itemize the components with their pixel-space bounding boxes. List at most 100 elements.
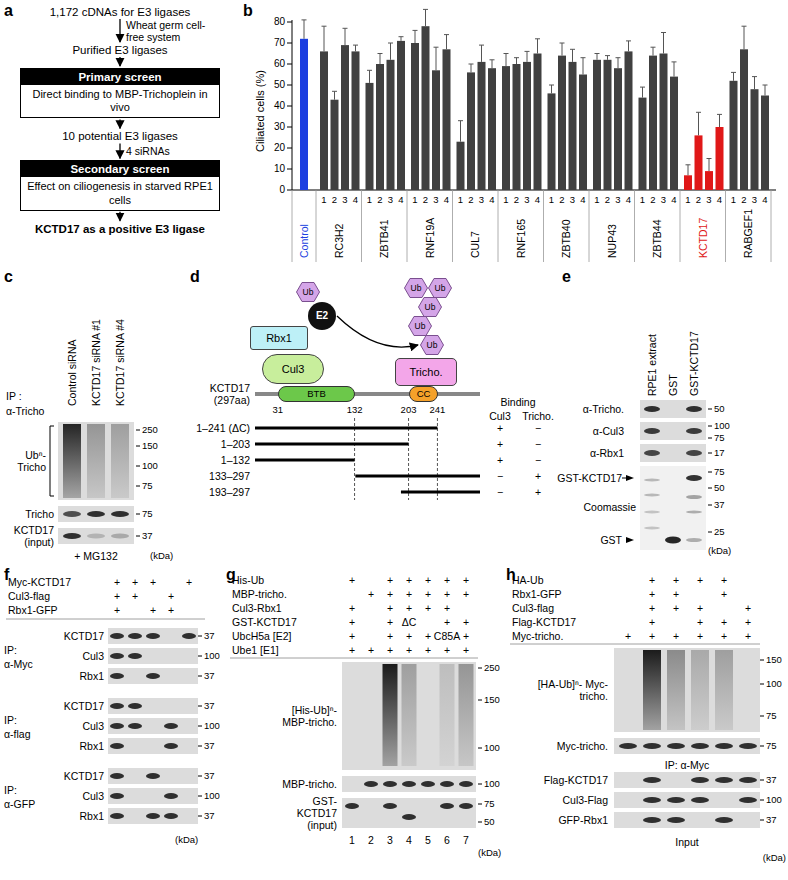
condition-mark: + bbox=[406, 574, 412, 586]
error-bar bbox=[607, 56, 608, 60]
protein-band bbox=[667, 797, 685, 803]
condition-mark: + bbox=[368, 588, 374, 600]
error-bar bbox=[744, 26, 745, 49]
ubiquitin-hex-text: Ub bbox=[425, 303, 436, 312]
antibody-label: α-Myc bbox=[4, 658, 33, 670]
error-bar bbox=[460, 121, 461, 142]
protein-band bbox=[63, 533, 81, 539]
error-cap bbox=[535, 38, 540, 39]
lane-number: 2 bbox=[377, 195, 382, 206]
marker-tick bbox=[760, 660, 764, 661]
condition-mark: + bbox=[114, 604, 120, 616]
blot-strip bbox=[614, 738, 760, 754]
screen-box: Secondary screenEffect on ciliogenesis i… bbox=[20, 160, 220, 210]
e2-enzyme-text: E2 bbox=[316, 311, 328, 321]
marker-tick bbox=[760, 800, 764, 801]
binding-mark: − bbox=[535, 422, 541, 434]
lane-number: 3 bbox=[387, 834, 393, 846]
mw-marker: 100 bbox=[204, 721, 220, 732]
blot-strip bbox=[614, 792, 760, 808]
condition-mark: + bbox=[444, 602, 450, 614]
edge-label: Wheat germ cell-free system bbox=[126, 18, 216, 42]
condition-mark: + bbox=[349, 630, 355, 642]
mw-marker: 37 bbox=[204, 741, 215, 752]
mw-marker: 37 bbox=[204, 631, 215, 642]
bar bbox=[761, 96, 769, 191]
marker-tick bbox=[708, 488, 712, 489]
construct-label: 133–297 bbox=[209, 470, 250, 482]
step-text: Purified E3 ligases bbox=[72, 44, 167, 56]
marker-tick bbox=[478, 668, 482, 669]
error-cap bbox=[549, 85, 554, 86]
mw-marker: 37 bbox=[204, 701, 215, 712]
error-cap bbox=[581, 57, 586, 58]
protein-band bbox=[691, 797, 709, 803]
blot-strip bbox=[342, 662, 476, 770]
lane-number: 1 bbox=[640, 195, 645, 206]
protein-band bbox=[146, 673, 160, 679]
lane-number: 1 bbox=[458, 195, 463, 206]
protein-band bbox=[110, 743, 124, 749]
protein-band bbox=[63, 511, 81, 517]
bar bbox=[422, 26, 430, 190]
condition-mark: + bbox=[150, 576, 156, 588]
ubiquitin-smear bbox=[459, 664, 474, 766]
axis-tick bbox=[287, 22, 292, 23]
unit-label: (kDa) bbox=[150, 551, 173, 562]
error-cap bbox=[686, 164, 691, 165]
group-divider bbox=[292, 190, 293, 262]
binding-mark: + bbox=[535, 470, 541, 482]
ubiquitin-smear bbox=[402, 664, 417, 766]
error-cap bbox=[763, 85, 768, 86]
lane-header: RPE1 extract bbox=[646, 334, 658, 396]
condition-mark: + bbox=[406, 588, 412, 600]
marker-tick bbox=[478, 700, 482, 701]
protein-band bbox=[739, 743, 757, 749]
construct-label: 1–132 bbox=[221, 454, 250, 466]
condition-mark: + bbox=[649, 630, 655, 642]
bar bbox=[740, 49, 748, 190]
step-text: 10 potential E3 ligases bbox=[62, 130, 178, 142]
condition-mark: + bbox=[387, 644, 393, 656]
category-label: RABGEF1 bbox=[742, 209, 754, 258]
protein-band bbox=[402, 814, 416, 820]
protein-band bbox=[110, 813, 124, 819]
rbx1-box: Rbx1 bbox=[250, 326, 308, 350]
treatment-label: + MG132 bbox=[74, 550, 117, 562]
marker-tick bbox=[478, 822, 482, 823]
condition-mark: + bbox=[697, 602, 703, 614]
marker-tick bbox=[198, 816, 202, 817]
blot-strip bbox=[108, 738, 198, 754]
marker-tick bbox=[708, 505, 712, 506]
antibody-label: α-Tricho. bbox=[583, 403, 624, 415]
lane-number: 3 bbox=[479, 195, 484, 206]
protein-band bbox=[110, 673, 124, 679]
binding-mark: − bbox=[497, 470, 503, 482]
blot-label: Cul3-Flag bbox=[562, 794, 608, 806]
bar bbox=[352, 51, 360, 190]
protein-label: KCTD17 bbox=[64, 770, 104, 782]
error-cap bbox=[605, 55, 610, 56]
protein-band bbox=[111, 511, 129, 517]
condition-mark: + bbox=[349, 616, 355, 628]
mw-marker: 75 bbox=[766, 741, 777, 752]
condition-mark: + bbox=[463, 616, 469, 628]
mw-marker: 37 bbox=[142, 531, 153, 542]
cc-domain: CC bbox=[409, 386, 438, 402]
blot-strip bbox=[614, 812, 760, 828]
blot-label: [HA-Ub]ⁿ- Myc-tricho. bbox=[530, 678, 608, 702]
ubiquitin-hex: Ub bbox=[418, 297, 442, 317]
protein-band bbox=[111, 534, 129, 539]
protein-band bbox=[146, 773, 160, 779]
lane-number: 1 bbox=[503, 195, 508, 206]
lane-number: 1 bbox=[367, 195, 372, 206]
ubiquitin-smear bbox=[667, 650, 685, 730]
category-label: NUP43 bbox=[606, 224, 618, 258]
protein-label: KCTD17 bbox=[64, 630, 104, 642]
cc-domain-text: CC bbox=[417, 389, 431, 399]
protein-band bbox=[128, 653, 142, 659]
mw-marker: 100 bbox=[142, 461, 158, 472]
bar bbox=[457, 142, 465, 190]
marker-tick bbox=[198, 796, 202, 797]
protein-band bbox=[643, 797, 661, 803]
